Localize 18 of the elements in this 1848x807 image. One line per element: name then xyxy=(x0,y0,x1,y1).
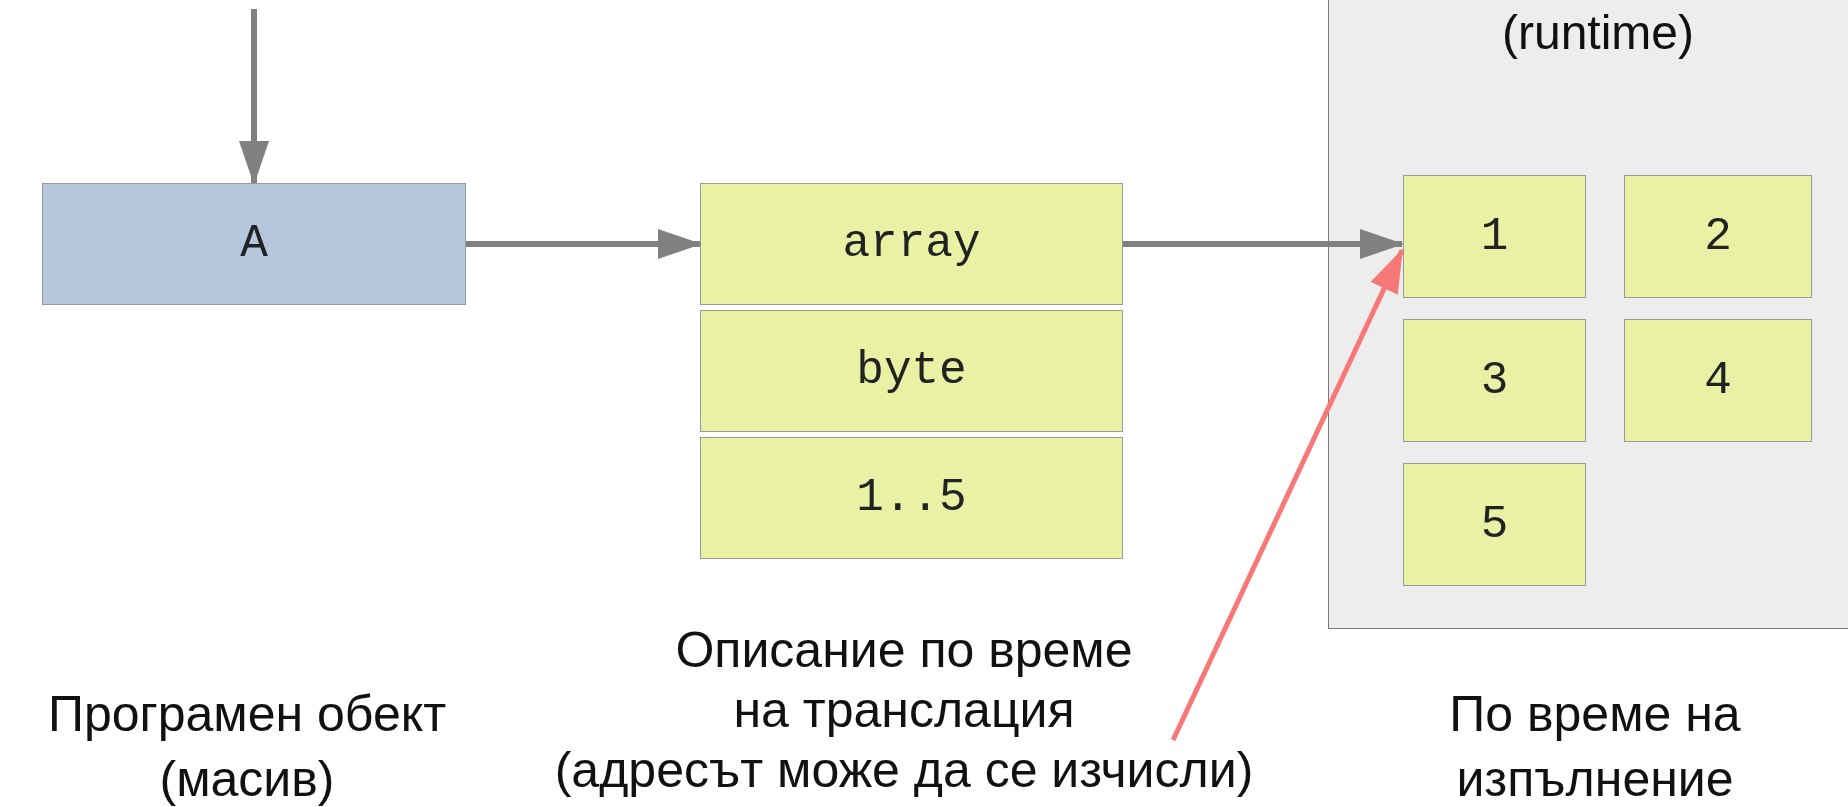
arrow xyxy=(1123,229,1404,259)
descriptor-box: 1..5 xyxy=(700,437,1123,559)
element-cell: 2 xyxy=(1624,175,1812,298)
element-cell: 1 xyxy=(1403,175,1586,298)
element-cell: 4 xyxy=(1624,319,1812,442)
element-cell: 3 xyxy=(1403,319,1586,442)
arrow xyxy=(239,9,269,185)
arrow xyxy=(1170,248,1405,742)
descriptor-box: array xyxy=(700,183,1123,305)
description-text: Описание по време на транслация xyxy=(674,621,1134,740)
object-box: A xyxy=(42,183,466,305)
descriptor-box: byte xyxy=(700,310,1123,432)
description-text: (адресът може да се изчисли) xyxy=(553,741,1255,800)
element-cell: 5 xyxy=(1403,463,1586,586)
caption-text: Програмен обект (масив) xyxy=(46,685,448,807)
memory-panel: (runtime) 1 2 3 4 5 xyxy=(1328,0,1848,629)
arrow xyxy=(466,229,702,259)
caption-text: По време на изпълнение xyxy=(1448,685,1742,807)
